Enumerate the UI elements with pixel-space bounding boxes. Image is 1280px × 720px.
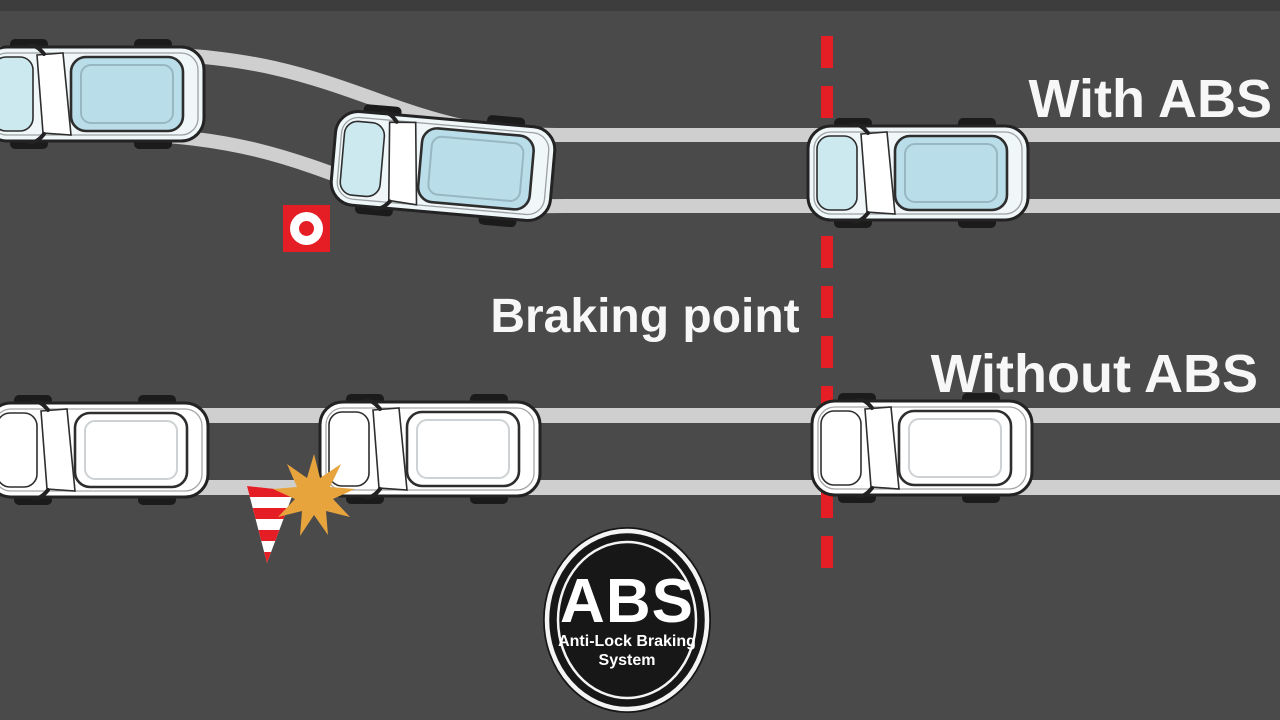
car-with-abs-avoided: [0, 37, 206, 151]
car-without-abs-crashing: [318, 392, 542, 506]
abs-badge-subtitle-line1: Anti-Lock Braking: [558, 633, 696, 650]
abs-badge-title: ABS: [560, 567, 694, 636]
abs-badge: ABS Anti-Lock Braking System: [543, 527, 711, 713]
braking-point-label: Braking point: [490, 290, 799, 343]
top-edge-strip: [0, 0, 1280, 11]
abs-badge-subtitle-line2: System: [599, 652, 656, 669]
obstacle-target-icon: [283, 205, 330, 252]
car-with-abs-braking: [806, 116, 1030, 230]
car-with-abs-steering: [326, 99, 560, 233]
car-without-abs-braking: [810, 391, 1034, 505]
with-abs-label: With ABS: [1029, 69, 1272, 129]
without-abs-label: Without ABS: [931, 344, 1258, 404]
crash-burst-icon: [273, 454, 355, 536]
car-without-abs-far: [0, 393, 210, 507]
